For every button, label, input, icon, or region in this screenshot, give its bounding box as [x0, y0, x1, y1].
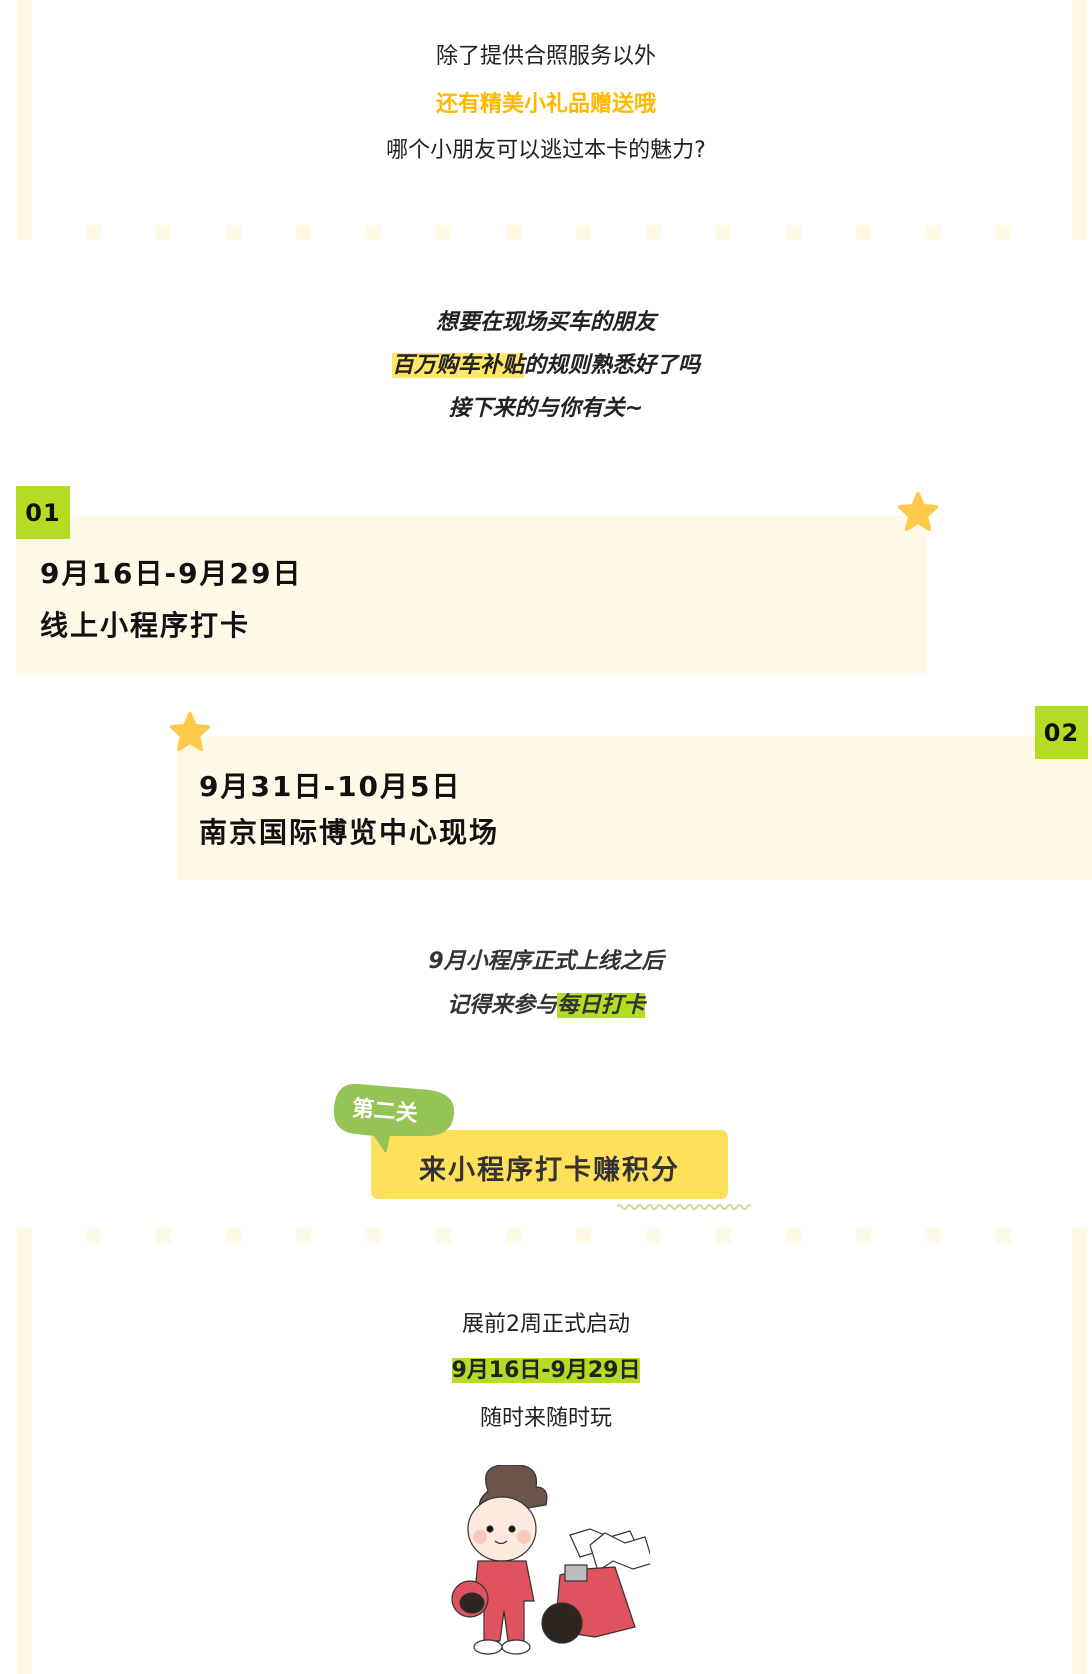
checkin-line-2: 记得来参与每日打卡 — [0, 987, 1092, 1019]
schedule-1-date: 9月16日-9月29日 — [40, 557, 303, 590]
detail-line-3: 随时来随时玩 — [479, 1406, 612, 1431]
star-icon — [170, 712, 210, 751]
level-title-button[interactable]: 来小程序打卡赚积分 — [371, 1130, 728, 1199]
checkin-line-1: 9月小程序正式上线之后 — [428, 949, 664, 974]
detail-line-1: 展前2周正式启动 — [462, 1312, 630, 1337]
dash-segment — [716, 225, 731, 240]
dash-segment — [156, 1228, 171, 1243]
dash-segment — [646, 1228, 661, 1243]
detail-line-2: 9月16日-9月29日 — [0, 1352, 1092, 1384]
checkin-highlight: 每日打卡 — [557, 993, 646, 1018]
dash-segment — [156, 225, 171, 240]
dash-segment — [436, 1228, 451, 1243]
dash-segment — [926, 1228, 941, 1243]
schedule-card-1 — [16, 516, 927, 673]
subsidy-rest: 的规则熟悉好了吗 — [524, 353, 701, 378]
speech-bubble-tag — [333, 1083, 455, 1152]
dash-segment — [786, 1228, 801, 1243]
dash-segment — [996, 1228, 1011, 1243]
schedule-2-desc: 南京国际博览中心现场 — [199, 816, 500, 849]
intro-line-1: 除了提供合照服务以外 — [435, 44, 656, 69]
checkin-prefix: 记得来参与 — [446, 993, 557, 1018]
star-icon — [898, 492, 938, 531]
schedule-2-date: 9月31日-10月5日 — [199, 770, 462, 803]
dash-segment — [366, 225, 381, 240]
dash-segment — [296, 1228, 311, 1243]
dash-segment — [786, 225, 801, 240]
intro-line-3: 哪个小朋友可以逃过本卡的魅力? — [386, 138, 706, 163]
dash-segment — [576, 225, 591, 240]
dash-segment — [86, 225, 101, 240]
dash-segment — [296, 225, 311, 240]
racer-kid-illustration — [451, 1465, 650, 1655]
intro-line-2: 还有精美小礼品赠送哦 — [435, 92, 656, 117]
dash-segment — [86, 1228, 101, 1243]
dash-segment — [366, 1228, 381, 1243]
border-left — [17, 1228, 32, 1674]
dash-segment — [226, 1228, 241, 1243]
dash-segment — [996, 225, 1011, 240]
subsidy-highlight: 百万购车补贴 — [391, 353, 524, 378]
dash-segment — [856, 225, 871, 240]
dash-segment — [506, 1228, 521, 1243]
dash-segment — [926, 225, 941, 240]
badge-01: 01 — [16, 486, 70, 539]
dash-segment — [576, 1228, 591, 1243]
border-right — [1072, 1228, 1087, 1674]
dash-segment — [856, 1228, 871, 1243]
badge-02: 02 — [1035, 706, 1088, 759]
dash-segment — [226, 225, 241, 240]
subsidy-line-1: 想要在现场买车的朋友 — [435, 310, 656, 335]
detail-date-highlight: 9月16日-9月29日 — [451, 1358, 641, 1383]
subsidy-line-2: 百万购车补贴的规则熟悉好了吗 — [0, 347, 1092, 379]
dash-segment — [646, 225, 661, 240]
dash-segment — [506, 225, 521, 240]
dash-segment — [716, 1228, 731, 1243]
border-right — [1072, 0, 1087, 240]
border-left — [17, 0, 32, 240]
wave-decoration — [617, 1204, 751, 1210]
schedule-card-2 — [177, 736, 1092, 880]
dash-segment — [436, 225, 451, 240]
subsidy-line-3: 接下来的与你有关~ — [448, 396, 644, 421]
schedule-1-desc: 线上小程序打卡 — [40, 609, 251, 642]
